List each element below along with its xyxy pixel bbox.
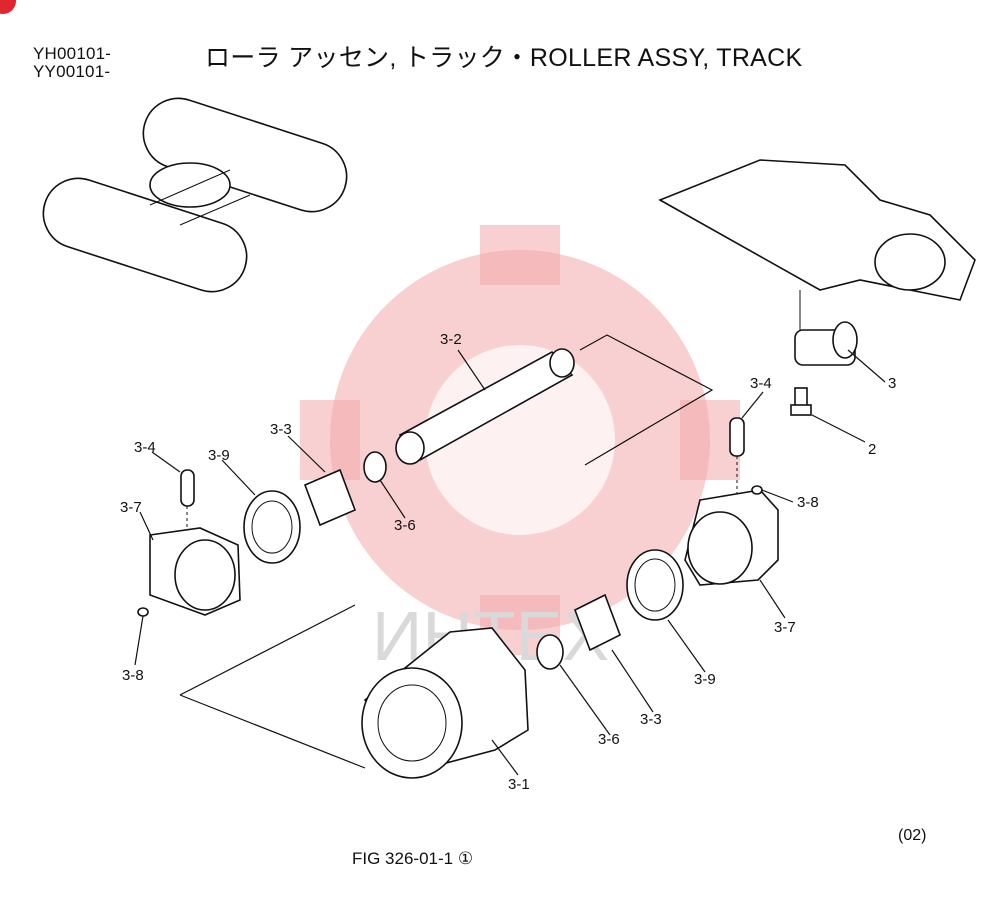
revision-label: (02) <box>898 827 927 844</box>
callout-3-8-left: 3-8 <box>122 667 144 684</box>
oring-left-part <box>363 451 387 483</box>
roller-body-part <box>361 627 529 779</box>
callout-3-6-right: 3-6 <box>598 731 620 748</box>
leader-lines <box>134 349 886 776</box>
callout-3-2: 3-2 <box>440 331 462 348</box>
callout-3: 3 <box>888 375 896 392</box>
undercarriage-overview <box>42 97 348 293</box>
callout-2: 2 <box>868 441 876 458</box>
screw-left-part <box>137 607 149 617</box>
roller-assembly-part <box>794 321 858 366</box>
model-code-1: YH00101- <box>33 44 112 63</box>
model-code-2: YY00101- <box>33 62 111 81</box>
callout-3-6-left: 3-6 <box>394 517 416 534</box>
callout-3-9-right: 3-9 <box>694 671 716 688</box>
bushing-left-part <box>303 468 357 527</box>
pin-right-part <box>729 417 745 457</box>
callout-3-3-left: 3-3 <box>270 421 292 438</box>
callout-3-9-left: 3-9 <box>208 447 230 464</box>
callout-3-4-right: 3-4 <box>750 375 772 392</box>
figure-label: FIG 326-01-1 ① <box>352 849 474 868</box>
bolt-part <box>790 387 812 416</box>
bushing-right-part <box>573 593 622 652</box>
page-title: ローラ アッセン, トラック・ROLLER ASSY, TRACK <box>205 44 803 72</box>
track-frame-section <box>658 159 976 345</box>
screw-right-part <box>751 485 763 495</box>
callout-3-4-left: 3-4 <box>134 439 156 456</box>
callout-3-1: 3-1 <box>508 776 530 793</box>
callout-3-8-right: 3-8 <box>797 494 819 511</box>
oring-right-part <box>536 634 564 670</box>
callout-3-7-right: 3-7 <box>774 619 796 636</box>
callout-3-3-right: 3-3 <box>640 711 662 728</box>
pin-left-part <box>180 469 195 507</box>
callout-3-7-left: 3-7 <box>120 499 142 516</box>
shaft-part <box>395 348 575 465</box>
watermark-gear-icon <box>300 225 740 655</box>
seal-right-part <box>626 549 684 621</box>
